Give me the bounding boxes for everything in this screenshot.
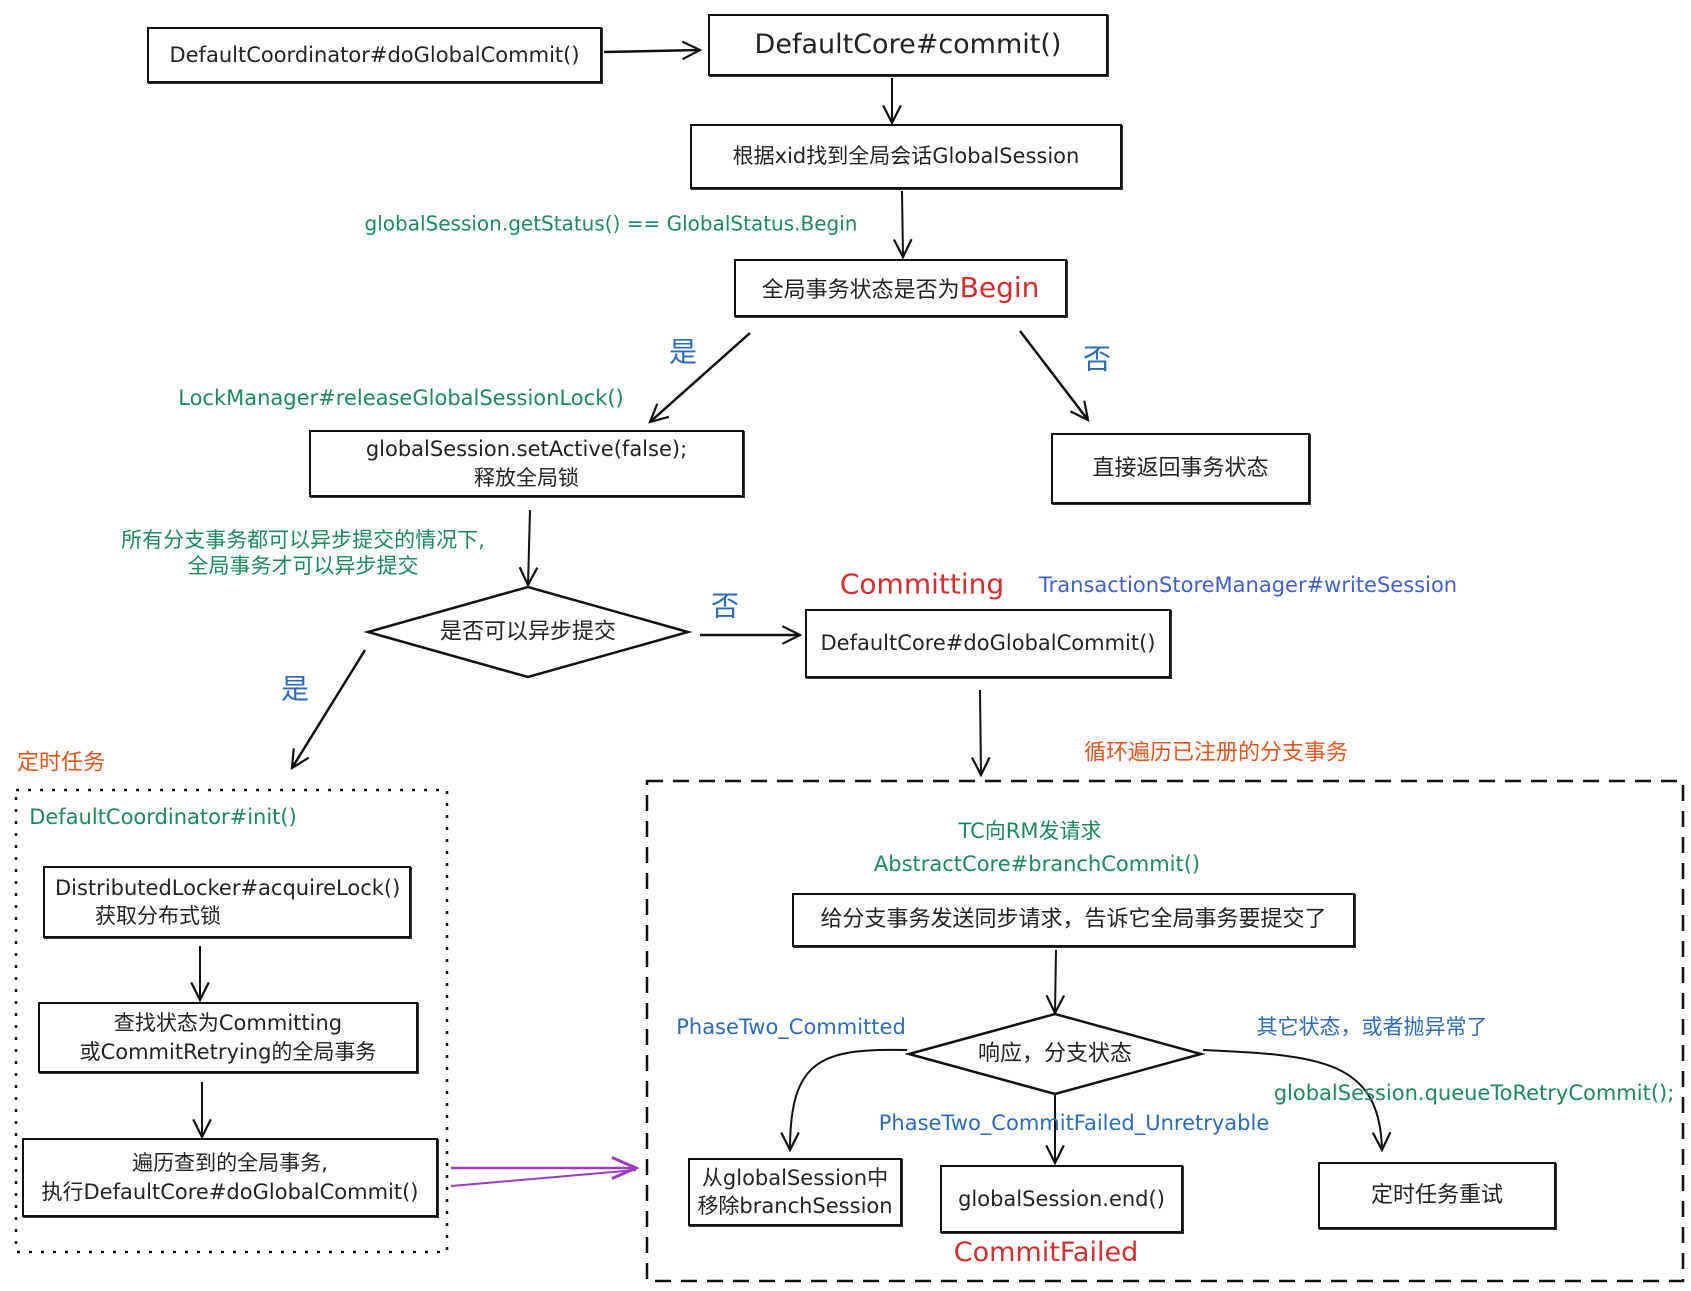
response-status-label: 响应，分支状态 — [977, 1041, 1133, 1067]
branch-loop-container — [645, 779, 1685, 1283]
find-session-node: 根据xid找到全局会话GlobalSession — [690, 124, 1122, 189]
find-committing-label: 查找状态为Committing 或CommitRetrying的全局事务 — [79, 1011, 377, 1064]
check-begin-prefix: 全局事务状态是否为 — [761, 278, 960, 304]
iterate-sessions-label: 遍历查到的全局事务, 执行DefaultCore#doGlobalCommit(… — [41, 1151, 419, 1204]
arrow-doglobal-to-loop — [980, 689, 981, 775]
retry-task-node: 定时任务重试 — [1318, 1162, 1556, 1229]
remove-branch-node: 从globalSession中 移除branchSession — [688, 1158, 902, 1226]
no-label-begin: 否 — [1082, 342, 1112, 376]
async-condition-label: 所有分支事务都可以异步提交的情况下, 全局事务才可以异步提交 — [121, 527, 485, 578]
yes-label-async: 是 — [280, 672, 310, 706]
write-session-method-label: TransactionStoreManager#writeSession — [1038, 572, 1458, 597]
retry-task-label: 定时任务重试 — [1370, 1182, 1503, 1208]
tc-to-rm-label: TC向RM发请求 — [958, 818, 1102, 843]
check-begin-label: 全局事务状态是否为Begin — [762, 269, 1040, 307]
arrow-scheduled-to-loop-stroke2 — [450, 1169, 637, 1187]
set-active-label: globalSession.setActive(false); 释放全局锁 — [365, 437, 688, 490]
phase-two-committed-label: PhaseTwo_Committed — [676, 1014, 906, 1039]
arrow-find-to-check — [902, 190, 903, 257]
return-status-label: 直接返回事务状态 — [1092, 455, 1269, 481]
arrow-async-yes — [292, 649, 367, 768]
do-global-commit-label: DefaultCore#doGlobalCommit() — [820, 631, 1156, 656]
release-lock-method-label: LockManager#releaseGlobalSessionLock() — [178, 385, 624, 410]
check-begin-node: 全局事务状态是否为Begin — [734, 259, 1067, 317]
arrow-setactive-to-async — [528, 509, 530, 585]
arrow-coordinator-to-core — [603, 50, 700, 52]
committing-status-label: Committing — [839, 567, 1005, 601]
commit-failed-status-label: CommitFailed — [953, 1237, 1139, 1269]
arrow-check-yes — [650, 332, 751, 422]
iterate-sessions-node: 遍历查到的全局事务, 执行DefaultCore#doGlobalCommit(… — [22, 1138, 438, 1217]
scheduled-task-label: 定时任务 — [16, 750, 106, 776]
remove-branch-label: 从globalSession中 移除branchSession — [697, 1165, 893, 1218]
yes-label-begin: 是 — [668, 335, 698, 369]
send-sync-request-node: 给分支事务发送同步请求，告诉它全局事务要提交了 — [792, 893, 1355, 947]
send-sync-request-label: 给分支事务发送同步请求，告诉它全局事务要提交了 — [820, 907, 1327, 933]
find-committing-node: 查找状态为Committing 或CommitRetrying的全局事务 — [38, 1002, 418, 1073]
session-end-node: globalSession.end() — [940, 1165, 1183, 1233]
arrow-send-to-response — [1055, 949, 1056, 1013]
get-status-check-label: globalSession.getStatus() == GlobalStatu… — [364, 211, 858, 236]
return-status-node: 直接返回事务状态 — [1051, 433, 1310, 504]
find-session-label: 根据xid找到全局会话GlobalSession — [732, 144, 1080, 169]
scheduled-task-container — [14, 788, 449, 1254]
coordinator-commit-label: DefaultCoordinator#doGlobalCommit() — [169, 42, 580, 67]
async-decision-shape — [363, 585, 693, 679]
session-end-label: globalSession.end() — [958, 1186, 1165, 1211]
set-active-node: globalSession.setActive(false); 释放全局锁 — [309, 430, 744, 497]
queue-retry-label: globalSession.queueToRetryCommit(); — [1273, 1080, 1675, 1105]
branch-commit-method-label: AbstractCore#branchCommit() — [873, 851, 1201, 876]
acquire-lock-label: DistributedLocker#acquireLock() 获取分布式锁 — [55, 875, 401, 928]
acquire-lock-node: DistributedLocker#acquireLock() 获取分布式锁 — [43, 866, 411, 938]
arrow-response-other — [1202, 1049, 1382, 1150]
can-async-label: 是否可以异步提交 — [439, 619, 617, 645]
arrow-check-no — [1019, 330, 1088, 420]
core-commit-label: DefaultCore#commit() — [754, 28, 1062, 60]
begin-status-text: Begin — [959, 271, 1040, 305]
loop-branches-label: 循环遍历已注册的分支事务 — [1083, 740, 1349, 766]
core-commit-node: DefaultCore#commit() — [708, 14, 1108, 76]
phase-two-failed-label: PhaseTwo_CommitFailed_Unretryable — [878, 1110, 1270, 1135]
arrow-response-committed — [790, 1048, 908, 1150]
coordinator-init-label: DefaultCoordinator#init() — [29, 804, 297, 829]
do-global-commit-node: DefaultCore#doGlobalCommit() — [805, 609, 1171, 678]
no-label-async: 否 — [710, 589, 740, 623]
response-decision-shape — [904, 1012, 1206, 1096]
other-status-label: 其它状态，或者抛异常了 — [1256, 1014, 1488, 1039]
coordinator-commit-node: DefaultCoordinator#doGlobalCommit() — [147, 27, 602, 83]
